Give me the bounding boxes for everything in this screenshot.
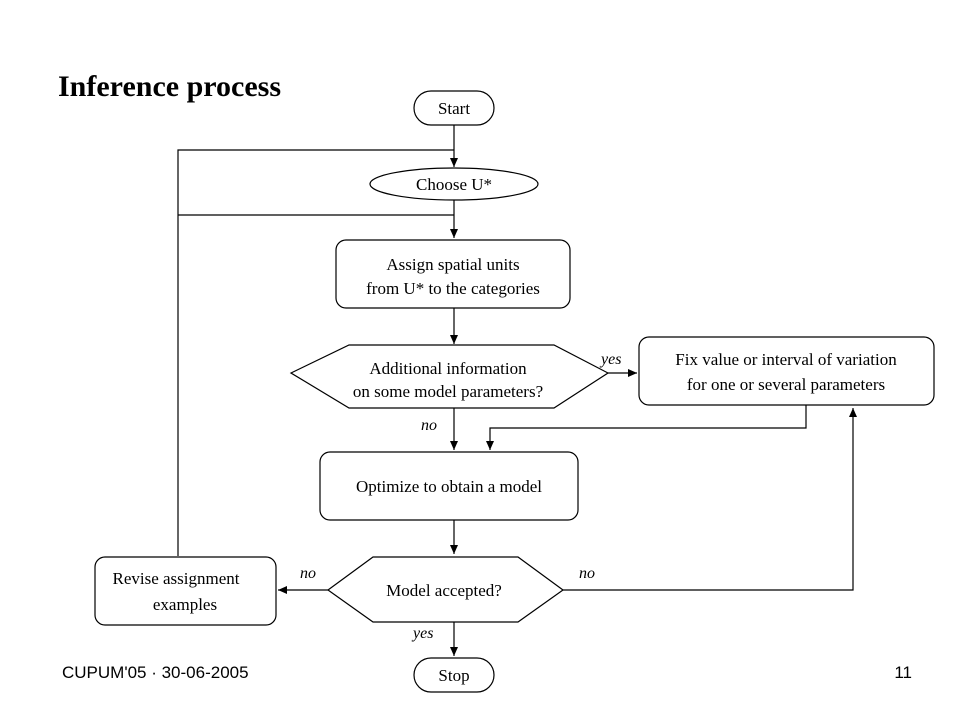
label-no-refix: no (579, 565, 595, 582)
page-title: Inference process (58, 70, 282, 103)
svg-text:from U* to the categories: from U* to the categories (366, 279, 540, 298)
svg-text:on some model parameters?: on some model parameters? (353, 382, 543, 401)
assign-spatial-units-node: Assign spatial units from U* to the cate… (335, 239, 571, 309)
page-number: 11 (894, 663, 912, 682)
svg-text:Start: Start (438, 99, 470, 118)
fix-value-node: Fix value or interval of variation for o… (638, 336, 935, 406)
svg-text:Choose U*: Choose U* (416, 175, 492, 194)
label-yes-stop: yes (411, 625, 433, 642)
svg-text:Revise assignment: Revise assignment (112, 569, 239, 588)
label-no-additional: no (421, 417, 437, 434)
edge-accepted-fix (563, 408, 857, 591)
svg-text:Model accepted?: Model accepted? (386, 581, 502, 600)
footer-conference-date: CUPUM'05 · 30-06-2005 (62, 663, 249, 682)
start-node: Start (413, 90, 495, 126)
model-accepted-decision: Model accepted? (326, 556, 565, 623)
optimize-node: Optimize to obtain a model (319, 451, 579, 521)
svg-text:Additional information: Additional information (369, 359, 527, 378)
edge-fix-optimize (486, 405, 807, 450)
svg-text:Stop: Stop (438, 666, 469, 685)
svg-text:Optimize to obtain a model: Optimize to obtain a model (356, 477, 542, 496)
edge-revise-choose (177, 149, 454, 556)
svg-text:Fix value or interval of varia: Fix value or interval of variation (675, 350, 897, 369)
additional-information-decision: Additional information on some model par… (289, 344, 610, 409)
svg-text:for one or several parameters: for one or several parameters (687, 375, 885, 394)
svg-text:Assign spatial units: Assign spatial units (386, 255, 519, 274)
choose-u-node: Choose U* (369, 167, 539, 201)
stop-node: Stop (413, 657, 495, 693)
label-yes-fix: yes (599, 351, 621, 368)
label-no-revise: no (300, 565, 316, 582)
revise-assignment-node: Revise assignment examples (94, 556, 277, 626)
svg-text:examples: examples (153, 595, 217, 614)
